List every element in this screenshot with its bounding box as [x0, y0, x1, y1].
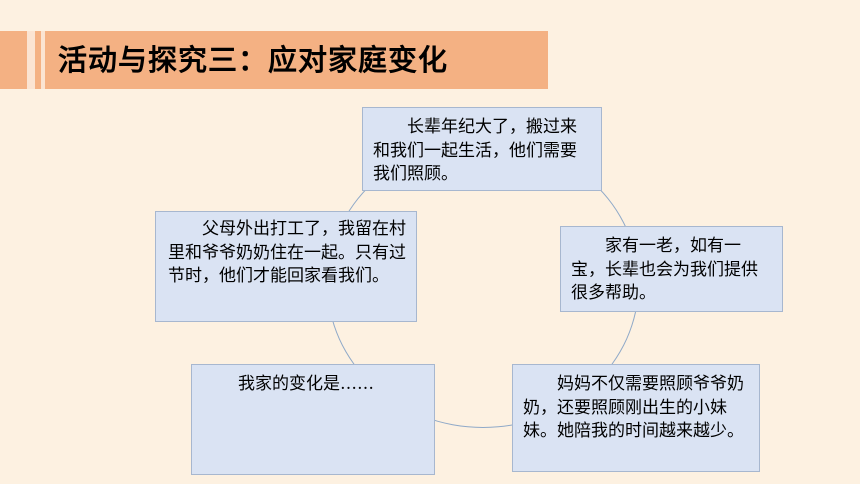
title-stripe-wide — [27, 31, 35, 89]
box-elders-move-in: 长辈年纪大了，搬过来和我们一起生活，他们需要我们照顾。 — [362, 107, 602, 191]
page-title: 活动与探究三：应对家庭变化 — [58, 43, 449, 77]
box-elders-help: 家有一老，如有一宝，长辈也会为我们提供很多帮助。 — [560, 226, 783, 312]
title-stripe-narrow — [41, 31, 45, 89]
title-bar: 活动与探究三：应对家庭变化 — [0, 31, 548, 89]
box-mother-busy: 妈妈不仅需要照顾爷爷奶奶，还要照顾刚出生的小妹妹。她陪我的时间越来越少。 — [512, 364, 760, 472]
box-parents-away: 父母外出打工了，我留在村里和爷爷奶奶住在一起。只有过节时，他们才能回家看我们。 — [155, 211, 417, 322]
box-my-family-change: 我家的变化是…… — [191, 364, 435, 475]
